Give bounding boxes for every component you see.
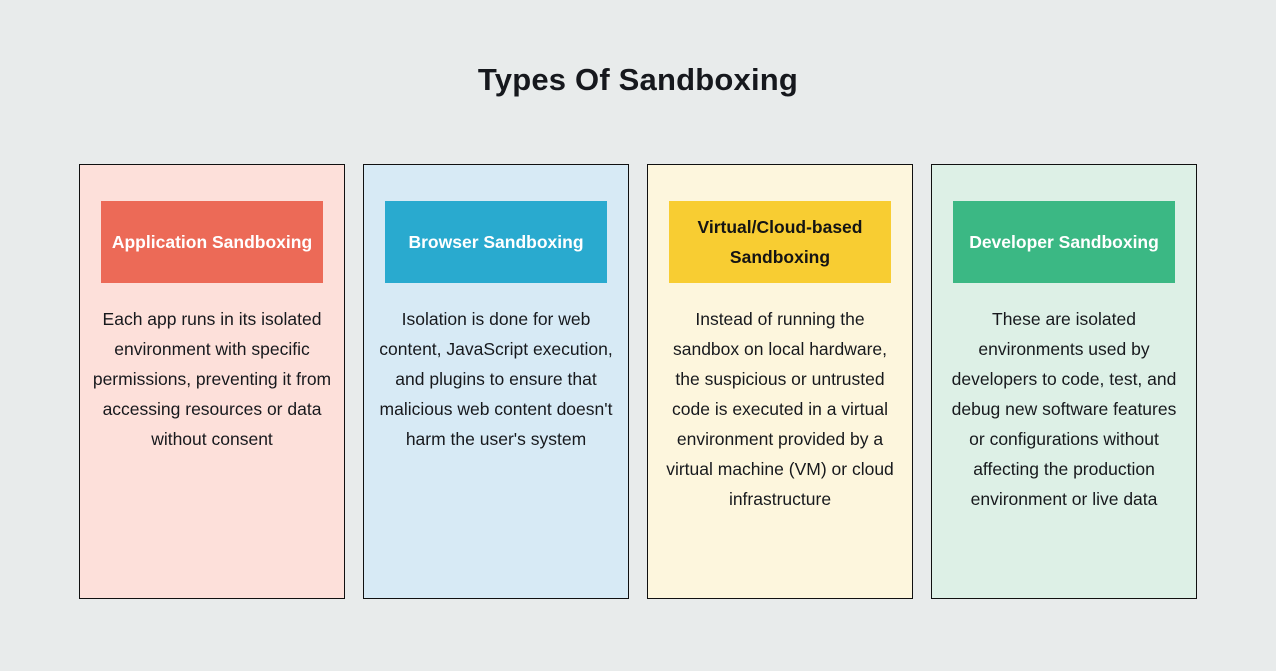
card-application-sandboxing: Application Sandboxing Each app runs in … [79,164,345,599]
cards-row: Application Sandboxing Each app runs in … [0,164,1276,599]
card-virtual-cloud-description: Instead of running the sandbox on local … [666,309,894,509]
card-application-description: Each app runs in its isolated environmen… [92,309,332,449]
card-developer-sandboxing: Developer Sandboxing These are isolated … [931,164,1197,599]
card-browser-header: Browser Sandboxing [385,201,607,283]
card-developer-description: These are isolated environments used by … [951,309,1177,509]
card-virtual-cloud-sandboxing: Virtual/Cloud-based Sandboxing Instead o… [647,164,913,599]
card-application-header: Application Sandboxing [101,201,323,283]
page-title: Types Of Sandboxing [477,62,799,97]
card-browser-description: Isolation is done for web content, JavaS… [379,309,613,449]
card-virtual-cloud-header: Virtual/Cloud-based Sandboxing [669,201,891,283]
card-browser-sandboxing: Browser Sandboxing Isolation is done for… [363,164,629,599]
card-developer-header: Developer Sandboxing [953,201,1175,283]
